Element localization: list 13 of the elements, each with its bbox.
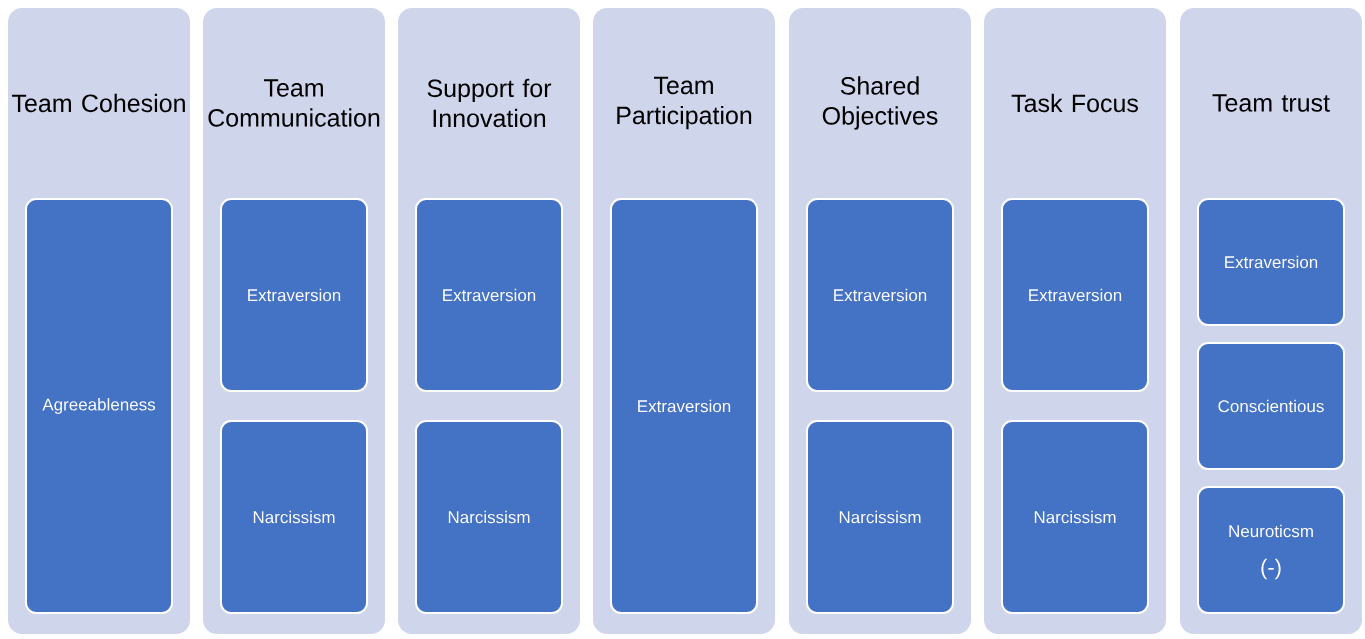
trait-box: Extraversion	[1001, 198, 1149, 392]
trait-box: Narcissism	[1001, 420, 1149, 614]
trait-box: Conscientious	[1197, 342, 1345, 470]
trait-box: Extraversion	[806, 198, 954, 392]
trait-box: Agreeableness	[25, 198, 173, 614]
trait-box: Extraversion	[1197, 198, 1345, 326]
trait-box: Narcissism	[415, 420, 563, 614]
trait-box: Narcissism	[806, 420, 954, 614]
trait-box: Extraversion	[610, 198, 758, 614]
trait-box: Narcissism	[220, 420, 368, 614]
trait-box: Extraversion	[220, 198, 368, 392]
trait-box: Extraversion	[415, 198, 563, 392]
trait-box: Neuroticsm (-)	[1197, 486, 1345, 614]
